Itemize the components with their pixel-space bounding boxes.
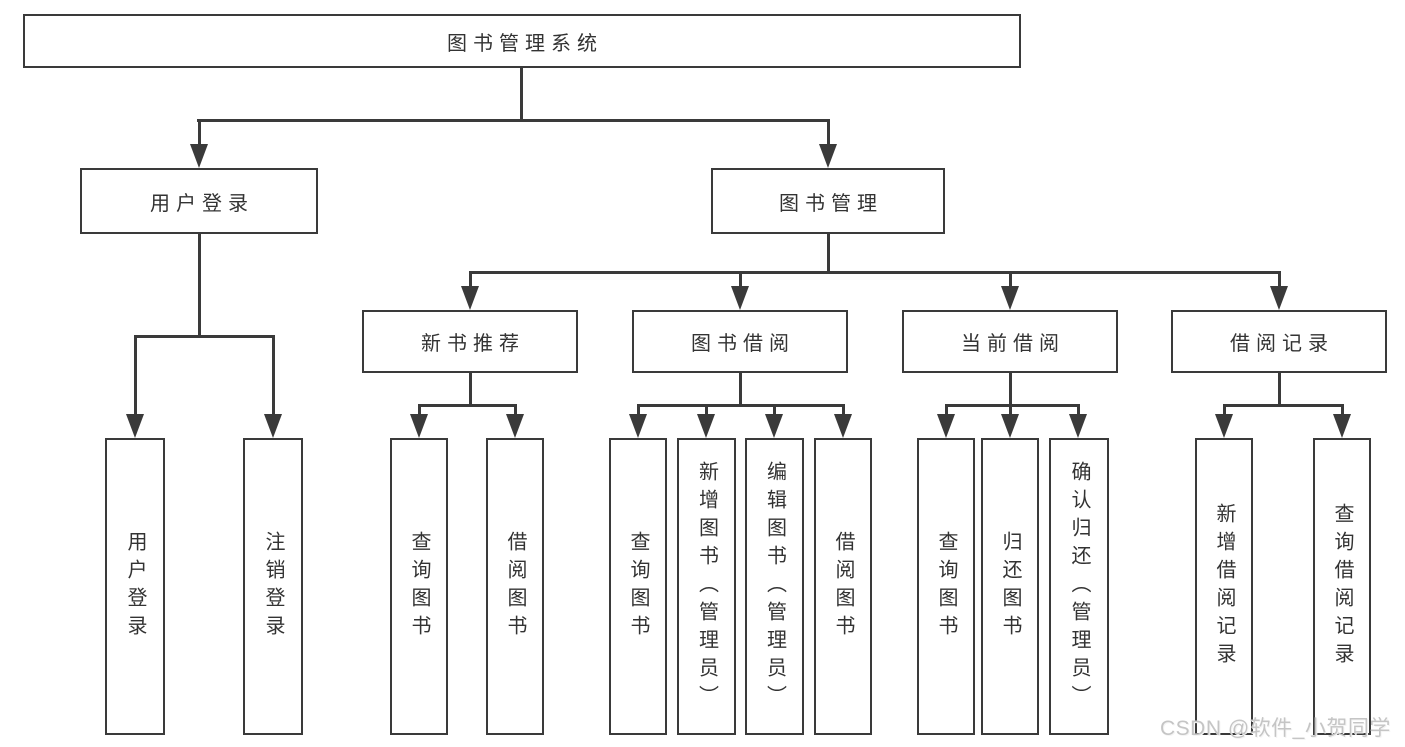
connector-vline [271, 335, 275, 416]
connector-vline [826, 119, 830, 146]
arrow-down-icon [765, 414, 783, 438]
connector-vline [513, 404, 517, 417]
connector-vline [1008, 404, 1012, 417]
watermark: CSDN @软件_小贺同学 [1160, 717, 1391, 740]
connector-vline [738, 271, 742, 288]
arrow-down-icon [1001, 414, 1019, 438]
arrow-down-icon [937, 414, 955, 438]
connector-hline [417, 404, 517, 407]
arrow-down-icon [410, 414, 428, 438]
leaf-query-books-current-label: 查询图书 [935, 530, 957, 643]
leaf-return-book-label: 归还图书 [999, 530, 1021, 643]
leaf-add-borrow-record-label: 新增借阅记录 [1213, 502, 1235, 671]
connector-vline [1008, 271, 1012, 288]
leaf-logout-label: 注销登录 [262, 530, 284, 643]
leaf-query-books-recommend: 查询图书 [390, 438, 448, 735]
node-borrowing-records: 借阅记录 [1171, 310, 1387, 373]
node-book-management: 图书管理 [711, 168, 945, 234]
arrow-down-icon [1333, 414, 1351, 438]
connector-hline [133, 335, 275, 338]
leaf-query-books-current: 查询图书 [917, 438, 975, 735]
connector-vline [197, 233, 201, 337]
connector-hline [636, 404, 845, 407]
leaf-add-borrow-record: 新增借阅记录 [1195, 438, 1253, 735]
leaf-return-book: 归还图书 [981, 438, 1039, 735]
leaf-edit-book-admin: 编辑图书（管理员） [745, 438, 804, 735]
connector-vline [197, 119, 201, 146]
leaf-add-book-admin: 新增图书（管理员） [677, 438, 736, 735]
connector-vline [944, 404, 948, 417]
node-user-login: 用户登录 [80, 168, 318, 234]
arrow-down-icon [506, 414, 524, 438]
connector-vline [772, 404, 776, 417]
arrow-down-icon [731, 286, 749, 310]
arrow-down-icon [1215, 414, 1233, 438]
leaf-query-books-borrowing: 查询图书 [609, 438, 667, 735]
connector-hline [944, 404, 1080, 407]
arrow-down-icon [834, 414, 852, 438]
connector-vline [738, 372, 742, 406]
leaf-confirm-return-admin-label: 确认归还（管理员） [1068, 460, 1090, 713]
connector-vline [1008, 372, 1012, 406]
connector-vline [841, 404, 845, 417]
leaf-borrow-books-recommend: 借阅图书 [486, 438, 544, 735]
connector-vline [468, 372, 472, 406]
leaf-edit-book-admin-label: 编辑图书（管理员） [763, 460, 786, 713]
leaf-borrow-books-borrowing: 借阅图书 [814, 438, 872, 735]
connector-vline [1277, 372, 1281, 406]
leaf-query-books-borrowing-label: 查询图书 [627, 530, 649, 643]
arrow-down-icon [1001, 286, 1019, 310]
connector-vline [1076, 404, 1080, 417]
leaf-query-books-recommend-label: 查询图书 [408, 530, 430, 643]
connector-vline [1222, 404, 1226, 417]
node-user-login-label: 用户登录 [150, 192, 254, 215]
leaf-user-login-label: 用户登录 [124, 530, 146, 643]
connector-vline [133, 335, 137, 416]
connector-hline [468, 271, 1281, 274]
connector-vline [704, 404, 708, 417]
arrow-down-icon [1270, 286, 1288, 310]
arrow-down-icon [629, 414, 647, 438]
connector-hline [197, 119, 830, 122]
connector-vline [468, 271, 472, 288]
connector-vline [520, 67, 523, 121]
node-new-book-recommend-label: 新书推荐 [421, 333, 525, 355]
arrow-down-icon [1069, 414, 1087, 438]
arrow-down-icon [461, 286, 479, 310]
connector-vline [417, 404, 421, 417]
node-book-management-label: 图书管理 [779, 192, 883, 215]
connector-vline [1277, 271, 1281, 288]
leaf-borrow-books-borrowing-label: 借阅图书 [832, 530, 854, 643]
node-borrowing-records-label: 借阅记录 [1230, 333, 1334, 355]
node-library-management-system-label: 图书管理系统 [447, 32, 603, 55]
arrow-down-icon [819, 144, 837, 168]
arrow-down-icon [190, 144, 208, 168]
connector-vline [826, 233, 830, 274]
leaf-borrow-books-recommend-label: 借阅图书 [504, 530, 526, 643]
connector-vline [1340, 404, 1344, 417]
node-book-borrowing: 图书借阅 [632, 310, 848, 373]
arrow-down-icon [126, 414, 144, 438]
arrow-down-icon [264, 414, 282, 438]
arrow-down-icon [697, 414, 715, 438]
leaf-add-book-admin-label: 新增图书（管理员） [695, 460, 718, 713]
leaf-confirm-return-admin: 确认归还（管理员） [1049, 438, 1109, 735]
node-new-book-recommend: 新书推荐 [362, 310, 578, 373]
connector-hline [1222, 404, 1344, 407]
leaf-logout: 注销登录 [243, 438, 303, 735]
connector-vline [636, 404, 640, 417]
leaf-user-login: 用户登录 [105, 438, 165, 735]
leaf-query-borrow-record: 查询借阅记录 [1313, 438, 1371, 735]
node-current-borrowing-label: 当前借阅 [961, 333, 1065, 355]
leaf-query-borrow-record-label: 查询借阅记录 [1331, 502, 1353, 671]
node-book-borrowing-label: 图书借阅 [691, 333, 795, 355]
node-current-borrowing: 当前借阅 [902, 310, 1118, 373]
node-library-management-system: 图书管理系统 [23, 14, 1021, 68]
